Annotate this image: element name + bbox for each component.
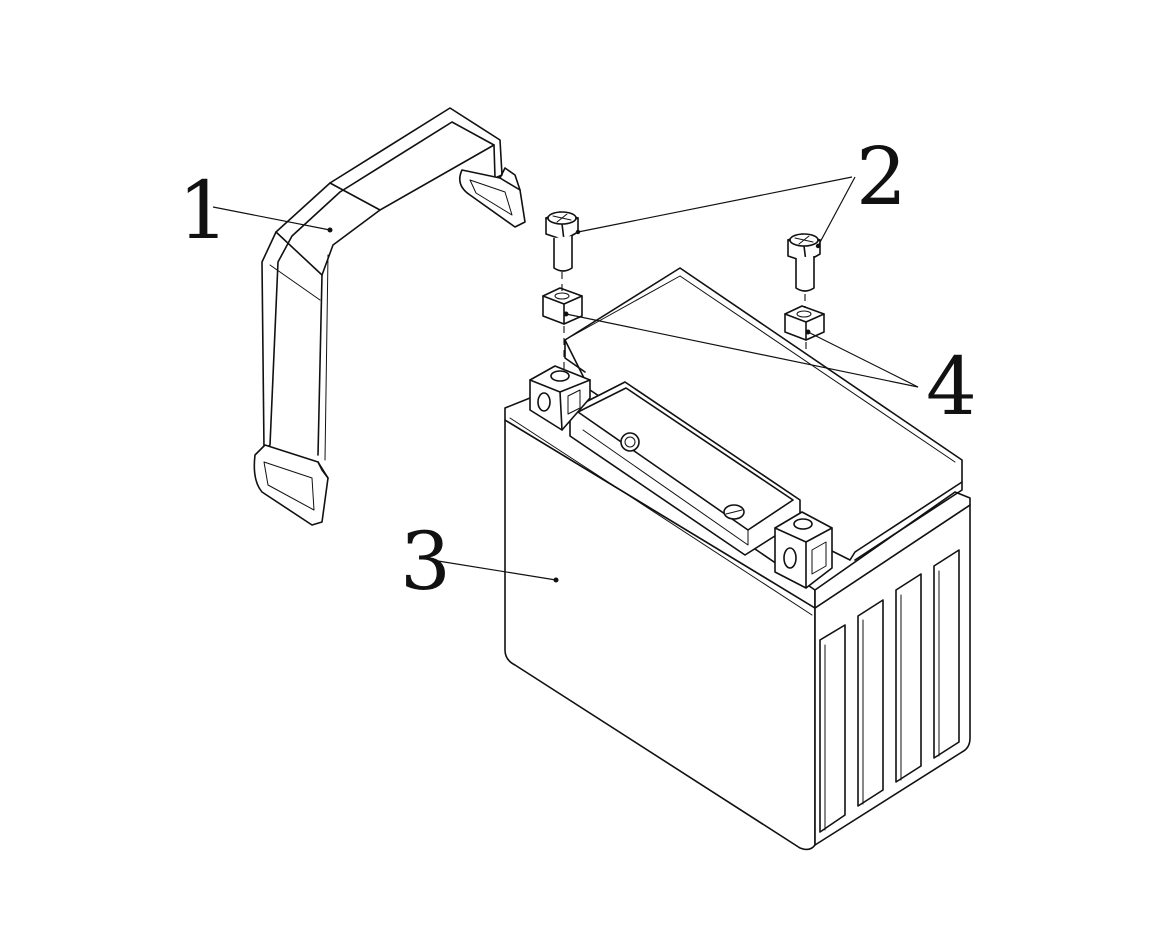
- callout-4: 4: [926, 340, 977, 433]
- side-ribs: [819, 549, 960, 833]
- terminal-right: [774, 511, 833, 589]
- callout-1: 1: [178, 164, 229, 257]
- bolt-right: [787, 233, 821, 292]
- callout-2: 2: [856, 130, 907, 223]
- battery: [504, 267, 971, 851]
- leader-lines: [212, 176, 919, 581]
- nut-left: [542, 287, 583, 325]
- nut-right: [784, 305, 825, 341]
- terminal-left: [529, 365, 591, 431]
- callout-3: 3: [400, 515, 451, 608]
- battery-strap: [253, 107, 526, 526]
- assembly-axis-left: [561, 272, 565, 370]
- bolt-left: [545, 211, 581, 272]
